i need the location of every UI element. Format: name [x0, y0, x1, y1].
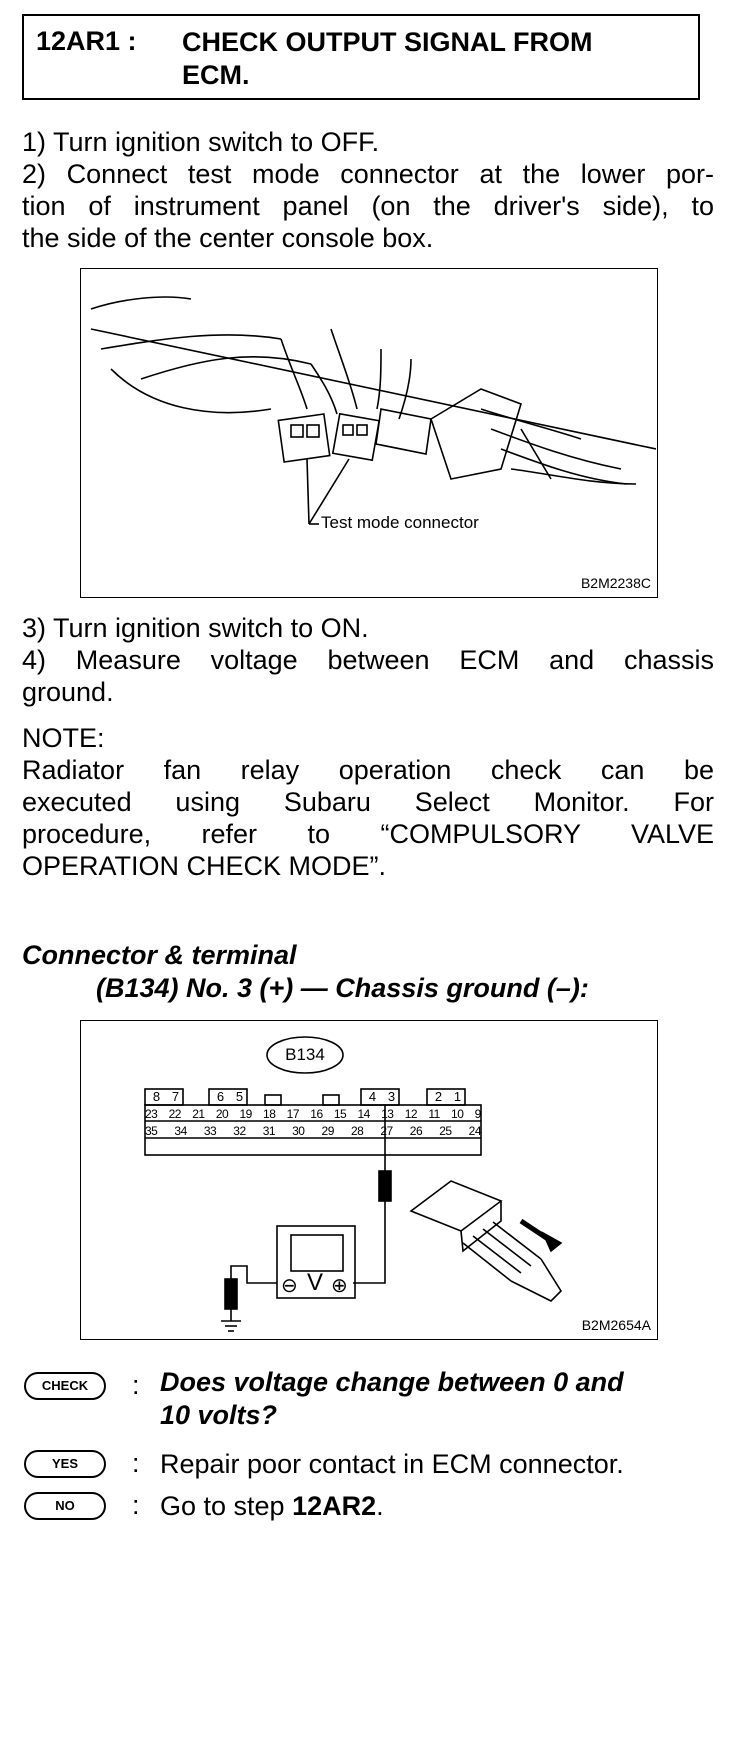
- measurement-diagram: [144, 1036, 563, 1332]
- pin-2: 2: [434, 1089, 443, 1104]
- no-answer-suffix: .: [376, 1491, 384, 1521]
- pin-20: 20: [215, 1107, 229, 1121]
- no-answer-step: 12AR2: [292, 1491, 377, 1521]
- meter-volt-symbol: V: [307, 1269, 324, 1296]
- check-question-line1: Does voltage change between 0 and: [160, 1367, 624, 1397]
- pin-14: 14: [357, 1107, 370, 1121]
- yes-badge: YES: [24, 1450, 106, 1478]
- pin-25: 25: [439, 1124, 452, 1138]
- pin-24: 24: [468, 1124, 482, 1138]
- check-badge: CHECK: [24, 1372, 106, 1400]
- pin-35: 35: [145, 1124, 158, 1138]
- step-title: CHECK OUTPUT SIGNAL FROM ECM.: [182, 26, 682, 92]
- pins-row1-d: 2 1: [429, 1089, 467, 1104]
- step-2-line3: the side of the center console box.: [22, 223, 434, 253]
- pin-9: 9: [474, 1107, 482, 1121]
- note-line3: procedure, refer to “COMPULSORY VALVE: [22, 819, 714, 849]
- pin-17: 17: [286, 1107, 300, 1121]
- figure-test-mode-connector: Test mode connector B2M2238C: [80, 268, 658, 598]
- pin-13: 13: [381, 1107, 394, 1121]
- pin-21: 21: [192, 1107, 205, 1121]
- check-row: CHECK : Does voltage change between 0 an…: [24, 1366, 724, 1436]
- note-line2: executed using Subaru Select Monitor. Fo…: [22, 787, 714, 817]
- no-badge: NO: [24, 1492, 106, 1520]
- pin-32: 32: [233, 1124, 246, 1138]
- connector-heading: Connector & terminal: [22, 940, 297, 970]
- no-colon: :: [132, 1490, 140, 1520]
- yes-colon: :: [132, 1448, 140, 1478]
- meter-minus-icon: ⊖: [281, 1275, 298, 1297]
- figure2-id: B2M2654A: [581, 1317, 651, 1333]
- step-code: 12AR1 :: [36, 26, 137, 56]
- pin-30: 30: [292, 1124, 305, 1138]
- step-title-line2: ECM.: [182, 60, 250, 90]
- pin-29: 29: [321, 1124, 335, 1138]
- pin-12: 12: [404, 1107, 418, 1121]
- meter-plus-icon: ⊕: [331, 1275, 348, 1297]
- no-answer-prefix: Go to step: [160, 1491, 293, 1521]
- pin-1: 1: [453, 1089, 462, 1104]
- step-4-line2: ground.: [22, 677, 114, 707]
- step-1: 1) Turn ignition switch to OFF.: [22, 127, 380, 157]
- pins-row3: 35 34 33 32 31 30 29 28 27 26 25 24: [145, 1124, 482, 1138]
- pin-15: 15: [333, 1107, 347, 1121]
- pin-16: 16: [310, 1107, 323, 1121]
- pin-10: 10: [451, 1107, 464, 1121]
- check-question: Does voltage change between 0 and 10 vol…: [160, 1366, 730, 1432]
- pin-31: 31: [262, 1124, 276, 1138]
- figure1-id: B2M2238C: [580, 575, 651, 591]
- pin-33: 33: [203, 1124, 217, 1138]
- step-2-line1: 2) Connect test mode connector at the lo…: [22, 159, 714, 189]
- figure-voltage-measurement: B134 8 7 6 5 4 3 2 1 23 22 21 20 19 18 1…: [80, 1020, 658, 1340]
- step-title-box: 12AR1 : CHECK OUTPUT SIGNAL FROM ECM.: [22, 14, 700, 100]
- check-colon: :: [132, 1370, 140, 1400]
- dash-illustration: [90, 296, 656, 525]
- step-4-line1: 4) Measure voltage between ECM and chass…: [22, 645, 714, 675]
- pin-19: 19: [239, 1107, 252, 1121]
- pins-row1-b: 6 5: [211, 1089, 249, 1104]
- pin-27: 27: [380, 1124, 393, 1138]
- pins-row1-c: 4 3: [363, 1089, 401, 1104]
- pin-18: 18: [263, 1107, 276, 1121]
- pin-8: 8: [152, 1089, 161, 1104]
- pin-11: 11: [428, 1107, 440, 1121]
- test-mode-connector-label: Test mode connector: [321, 513, 479, 532]
- pin-7: 7: [171, 1089, 180, 1104]
- no-row: NO : Go to step 12AR2.: [24, 1488, 724, 1524]
- pin-6: 6: [216, 1089, 225, 1104]
- step-3: 3) Turn ignition switch to ON.: [22, 613, 369, 643]
- step-2-line2: tion of instrument panel (on the driver'…: [22, 191, 714, 221]
- note-line1: Radiator fan relay operation check can b…: [22, 755, 714, 785]
- check-question-line2: 10 volts?: [160, 1400, 278, 1430]
- pin-23: 23: [145, 1107, 158, 1121]
- pins-row1-a: 8 7: [147, 1089, 185, 1104]
- connector-spec: (B134) No. 3 (+) — Chassis ground (–):: [96, 973, 589, 1003]
- pin-22: 22: [168, 1107, 182, 1121]
- pin-4: 4: [368, 1089, 377, 1104]
- pins-row2: 23 22 21 20 19 18 17 16 15 14 13 12 11 1…: [145, 1107, 481, 1121]
- pin-26: 26: [409, 1124, 423, 1138]
- yes-row: YES : Repair poor contact in ECM connect…: [24, 1446, 724, 1482]
- pin-28: 28: [350, 1124, 364, 1138]
- note-line4: OPERATION CHECK MODE”.: [22, 851, 387, 881]
- yes-answer: Repair poor contact in ECM connector.: [160, 1449, 624, 1479]
- no-answer: Go to step 12AR2.: [160, 1490, 730, 1523]
- pin-5: 5: [235, 1089, 244, 1104]
- pin-34: 34: [174, 1124, 187, 1138]
- pin-3: 3: [387, 1089, 396, 1104]
- step-title-line1: CHECK OUTPUT SIGNAL FROM: [182, 27, 593, 57]
- b134-label: B134: [285, 1045, 325, 1064]
- note-heading: NOTE:: [22, 723, 105, 753]
